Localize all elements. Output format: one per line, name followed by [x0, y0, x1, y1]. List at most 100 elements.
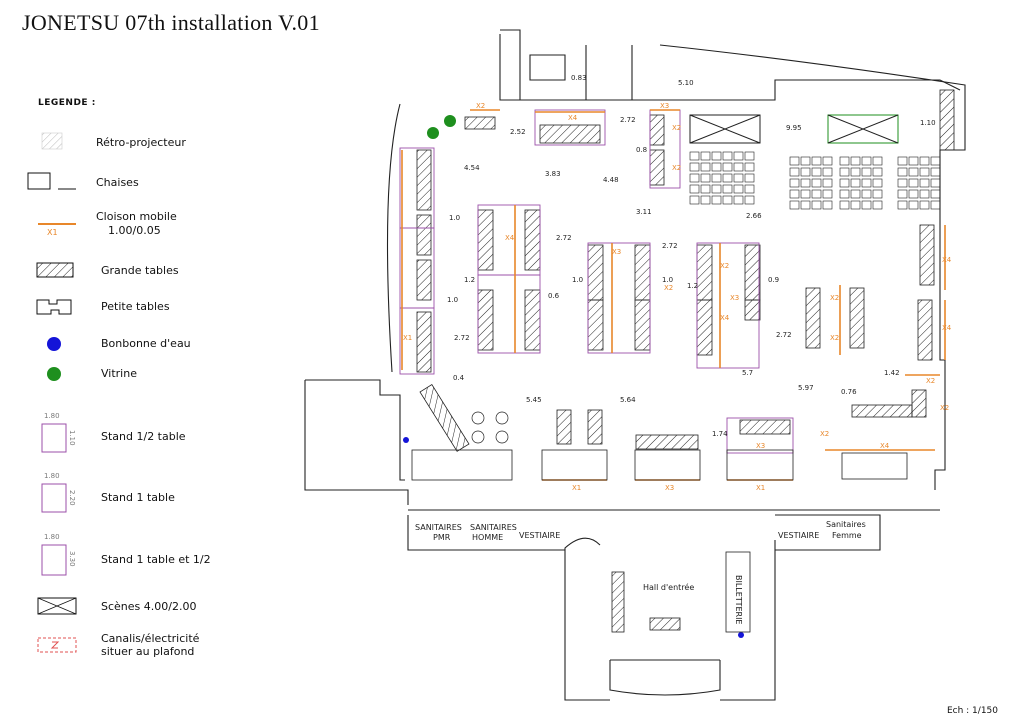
chair	[861, 178, 872, 188]
water-icon	[47, 337, 61, 351]
dimension-label: 2.72	[620, 116, 636, 124]
stand-half-depth: 1.10	[68, 430, 76, 446]
room-label: Femme	[832, 531, 862, 540]
dimension-label: 0.4	[453, 374, 465, 382]
legend-label-canalis-2: situer au plafond	[101, 645, 195, 658]
chair	[872, 200, 883, 210]
chair	[700, 195, 711, 205]
partition-label: X3	[665, 484, 674, 492]
dimension-label: 2.72	[662, 242, 678, 250]
table	[416, 149, 432, 211]
partition-label: X4	[505, 234, 515, 242]
dimension-label: 9.95	[786, 124, 802, 132]
chair	[897, 178, 908, 188]
legend-heading: LEGENDE :	[38, 98, 96, 108]
chair	[689, 162, 700, 172]
chair	[722, 173, 733, 183]
legend-symbols	[27, 132, 77, 653]
table	[587, 299, 604, 351]
chair	[800, 156, 811, 166]
chair	[689, 184, 700, 194]
chair	[850, 156, 861, 166]
partition-label: X4	[942, 324, 952, 332]
table	[739, 419, 791, 435]
chair	[839, 178, 850, 188]
table	[416, 311, 432, 373]
chair	[733, 173, 744, 183]
chair	[800, 167, 811, 177]
chair	[711, 173, 722, 183]
table	[416, 214, 432, 256]
stand-one-width: 1.80	[44, 472, 60, 480]
dimension-label: 5.7	[742, 369, 753, 377]
chair	[744, 151, 755, 161]
chair	[744, 184, 755, 194]
big-table-icon	[36, 262, 74, 278]
chair	[919, 156, 930, 166]
stand-outlines	[399, 109, 794, 454]
partition-label: X1	[403, 334, 412, 342]
partition-label: X2	[820, 430, 829, 438]
partition-label: X3	[612, 248, 621, 256]
chair	[930, 200, 941, 210]
dimension-label: 4.48	[603, 176, 619, 184]
chair	[789, 200, 800, 210]
chair	[908, 178, 919, 188]
chair	[908, 189, 919, 199]
room-label: HOMME	[472, 533, 503, 542]
table	[587, 244, 604, 301]
room-label: PMR	[433, 533, 451, 542]
table	[649, 617, 681, 631]
chair	[930, 178, 941, 188]
table	[744, 244, 761, 301]
dimension-label: 5.64	[620, 396, 636, 404]
dimension-label: 1.2	[464, 276, 475, 284]
chair	[822, 156, 833, 166]
chair	[789, 167, 800, 177]
chair	[811, 156, 822, 166]
chair	[861, 167, 872, 177]
tables	[416, 89, 955, 633]
vitrine-icon	[47, 367, 61, 381]
table	[524, 289, 541, 351]
chair	[897, 189, 908, 199]
table	[911, 389, 927, 418]
chair	[733, 184, 744, 194]
chair	[811, 178, 822, 188]
chair	[861, 200, 872, 210]
chair	[850, 200, 861, 210]
chair	[897, 200, 908, 210]
dimension-label: 5.97	[798, 384, 814, 392]
legend-label-projector: Rétro-projecteur	[96, 136, 186, 149]
chair	[711, 184, 722, 194]
chair	[930, 189, 941, 199]
legend-label-big-tables: Grande tables	[101, 264, 179, 277]
legend-label-partition: Cloison mobile	[96, 210, 177, 223]
chair	[733, 195, 744, 205]
chair	[897, 167, 908, 177]
chair	[908, 167, 919, 177]
table	[649, 114, 665, 146]
table	[917, 299, 933, 361]
dimension-label: 4.54	[464, 164, 480, 172]
room-label: SANITAIRES	[415, 523, 462, 532]
partition-label: X2	[720, 262, 729, 270]
chair	[800, 178, 811, 188]
partition-label: X3	[756, 442, 765, 450]
table	[419, 384, 470, 452]
chair	[700, 173, 711, 183]
dimension-label: 0.76	[841, 388, 857, 396]
round-tables	[471, 411, 509, 444]
chair	[700, 162, 711, 172]
chair	[850, 167, 861, 177]
partition-label: X2	[672, 164, 681, 172]
table	[919, 224, 935, 286]
partition-label: X4	[568, 114, 578, 122]
legend: LEGENDE : Rétro-projecteur Chaises Clois…	[0, 0, 300, 724]
chair	[744, 162, 755, 172]
table	[611, 571, 625, 633]
dimension-label: 3.83	[545, 170, 561, 178]
